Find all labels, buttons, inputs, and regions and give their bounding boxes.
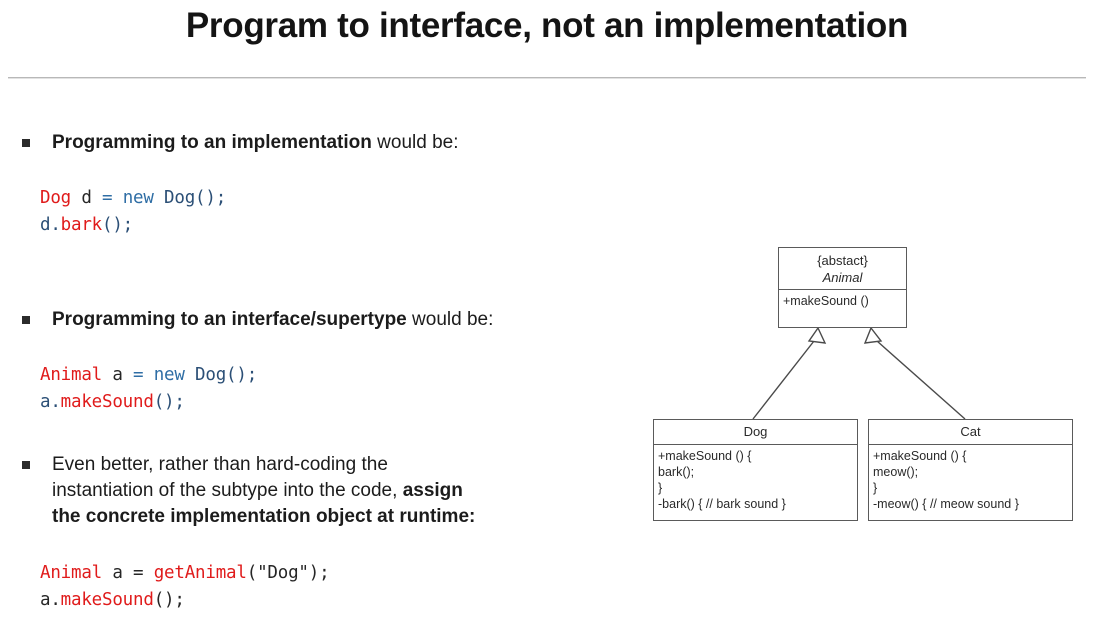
code-line: Animal a = new Dog(); — [40, 362, 257, 389]
code-token: = — [133, 365, 154, 385]
code-token: d — [71, 188, 103, 208]
code-token: Animal — [40, 563, 103, 583]
bullet-1-tail: would be: — [371, 132, 459, 153]
code-line: d.bark(); — [40, 212, 226, 239]
code-token: (); — [153, 392, 185, 412]
code-line: a.makeSound(); — [40, 587, 329, 614]
code-token: new — [153, 365, 196, 385]
bullet-square-icon — [22, 139, 30, 147]
code-token: getAnimal — [153, 563, 247, 583]
uml-cat-members: +makeSound () { meow(); } -meow() { // m… — [873, 449, 1019, 511]
uml-animal-name: Animal — [822, 270, 863, 285]
bullet-2-text: Programming to an interface/supertype wo… — [52, 307, 493, 333]
code-block-runtime: Animal a = getAnimal("Dog");a.makeSound(… — [40, 560, 330, 614]
code-token: a. — [40, 392, 61, 412]
bullet-item-2: Programming to an interface/supertype wo… — [22, 307, 493, 333]
code-token: a. — [40, 590, 61, 610]
code-token: a = — [102, 563, 154, 583]
code-line: Animal a = getAnimal("Dog"); — [40, 560, 330, 587]
inheritance-line-cat — [876, 340, 966, 420]
code-line: a.makeSound(); — [40, 389, 257, 416]
uml-cat-header: Cat — [960, 424, 981, 439]
bullet-3-bold-1: assign — [402, 480, 463, 501]
bullet-2-tail: would be: — [406, 309, 494, 330]
code-line: Dog d = new Dog(); — [40, 185, 226, 212]
inheritance-arrowhead-dog — [807, 326, 827, 344]
uml-dog-members: +makeSound () { bark(); } -bark() { // b… — [658, 449, 786, 511]
uml-dog-header: Dog — [743, 424, 768, 439]
uml-inheritance-arrows — [752, 326, 966, 420]
code-token: (); — [102, 215, 134, 235]
uml-class-cat[interactable]: Cat +makeSound () { meow(); } -meow() { … — [868, 419, 1073, 521]
inheritance-line-dog — [752, 340, 815, 420]
bullet-3-bold-2: the concrete implementation object at ru… — [52, 506, 476, 527]
code-block-implementation: Dog d = new Dog();d.bark(); — [40, 185, 226, 239]
code-block-interface: Animal a = new Dog();a.makeSound(); — [40, 362, 257, 416]
code-token: makeSound — [60, 392, 154, 412]
bullet-item-3: Even better, rather than hard-coding the… — [22, 452, 542, 530]
code-token: d. — [40, 215, 61, 235]
code-token: a — [102, 365, 134, 385]
uml-cat-divider — [869, 444, 1072, 445]
title-divider — [8, 77, 1086, 79]
uml-animal-stereotype: {abstact} — [817, 253, 868, 268]
uml-class-animal[interactable]: {abstact} Animal +makeSound () — [778, 247, 907, 328]
code-token: new — [122, 188, 165, 208]
bullet-3-text: Even better, rather than hard-coding the… — [52, 452, 475, 530]
code-token: Dog(); — [164, 188, 227, 208]
bullet-3-line-1: Even better, rather than hard-coding the — [52, 454, 388, 475]
bullet-item-1: Programming to an implementation would b… — [22, 130, 459, 156]
code-token: makeSound — [60, 590, 154, 610]
bullet-1-lead: Programming to an implementation — [52, 132, 372, 153]
code-token: Dog — [40, 188, 72, 208]
bullet-2-lead: Programming to an interface/supertype — [52, 309, 407, 330]
uml-animal-members: +makeSound () — [783, 294, 869, 308]
page-title: Program to interface, not an implementat… — [185, 6, 909, 45]
uml-animal-header: {abstact} Animal — [779, 248, 906, 289]
code-token: (); — [153, 590, 185, 610]
uml-class-dog[interactable]: Dog +makeSound () { bark(); } -bark() { … — [653, 419, 858, 521]
inheritance-arrowhead-cat — [863, 326, 883, 344]
code-token: bark — [60, 215, 103, 235]
code-token: Dog(); — [195, 365, 258, 385]
code-token: = — [102, 188, 123, 208]
bullet-1-text: Programming to an implementation would b… — [52, 130, 459, 156]
uml-animal-divider — [779, 289, 906, 290]
code-token: ("Dog"); — [246, 563, 330, 583]
bullet-square-icon — [22, 461, 30, 469]
uml-dog-divider — [654, 444, 857, 445]
bullet-square-icon — [22, 316, 30, 324]
bullet-3-line-2: instantiation of the subtype into the co… — [52, 480, 403, 501]
code-token: Animal — [40, 365, 103, 385]
